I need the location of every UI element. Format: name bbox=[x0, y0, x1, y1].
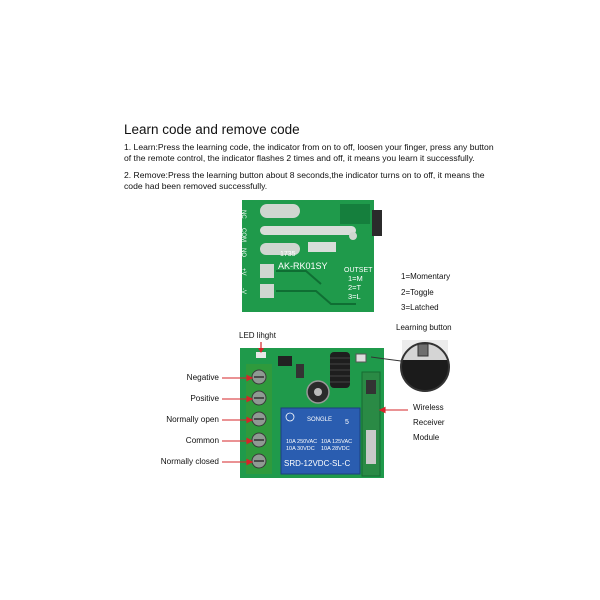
learning-button[interactable] bbox=[355, 353, 367, 363]
relay-rating: 10A 28VDC bbox=[321, 446, 350, 452]
date-code: 1735 bbox=[280, 251, 296, 258]
relay-rating: 10A 250VAC bbox=[286, 439, 317, 445]
mode-legend-item: 3=Latched bbox=[401, 303, 439, 312]
terminal-label-common: Common bbox=[185, 436, 219, 445]
terminal-label-negative: Negative bbox=[186, 373, 219, 382]
terminal-screws bbox=[251, 369, 267, 469]
mode-legend-item: 2=Toggle bbox=[401, 288, 434, 297]
relay-brand: SONGLE bbox=[307, 417, 332, 423]
page-title: Learn code and remove code bbox=[124, 122, 300, 137]
relay-pin-count: 5 bbox=[345, 419, 349, 426]
led-label: LED lihght bbox=[239, 331, 276, 340]
pin-label: NO bbox=[240, 248, 246, 257]
terminal-label-normally-closed: Normally closed bbox=[160, 457, 219, 466]
pin-label: NC bbox=[240, 210, 246, 219]
outset-mode: 2=T bbox=[348, 283, 362, 292]
module-label-line: Wireless bbox=[413, 403, 444, 412]
terminal-label-normally-open: Normally open bbox=[166, 415, 219, 424]
learning-button-label: Learning button bbox=[396, 323, 452, 332]
relay-rating: 10A 30VDC bbox=[286, 446, 315, 452]
remove-instruction: 2. Remove:Press the learning button abou… bbox=[124, 170, 485, 191]
module-label-line: Receiver bbox=[413, 418, 445, 427]
pcb-front-board bbox=[240, 348, 384, 478]
outset-mode: 3=L bbox=[348, 292, 361, 301]
terminal-label-positive: Positive bbox=[190, 394, 219, 403]
module-label-line: Module bbox=[413, 433, 440, 442]
outset-label: OUTSET bbox=[344, 267, 373, 274]
led-indicator bbox=[256, 352, 266, 358]
mode-legend-item: 1=Momentary bbox=[401, 272, 451, 281]
relay-model: SRD-12VDC-SL-C bbox=[284, 459, 350, 468]
capacitor bbox=[306, 380, 330, 404]
pcb-back-photo: NC COM NO +V -V 1735 AK-RK01SY OUTSET 1=… bbox=[236, 196, 386, 316]
relay-rating: 10A 125VAC bbox=[321, 439, 352, 445]
antenna-coil bbox=[330, 352, 350, 388]
learning-button-zoom bbox=[400, 342, 450, 392]
terminal-block bbox=[246, 364, 272, 474]
model-label: AK-RK01SY bbox=[278, 261, 328, 271]
receiver-module bbox=[361, 371, 381, 477]
callout-arrows bbox=[222, 374, 408, 466]
relay bbox=[280, 407, 361, 475]
learn-instruction: 1. Learn:Press the learning code, the in… bbox=[124, 142, 494, 163]
pin-label: +V bbox=[240, 268, 246, 276]
pin-label: -V bbox=[240, 288, 246, 294]
pin-label: COM bbox=[240, 228, 246, 242]
outset-mode: 1=M bbox=[348, 274, 363, 283]
